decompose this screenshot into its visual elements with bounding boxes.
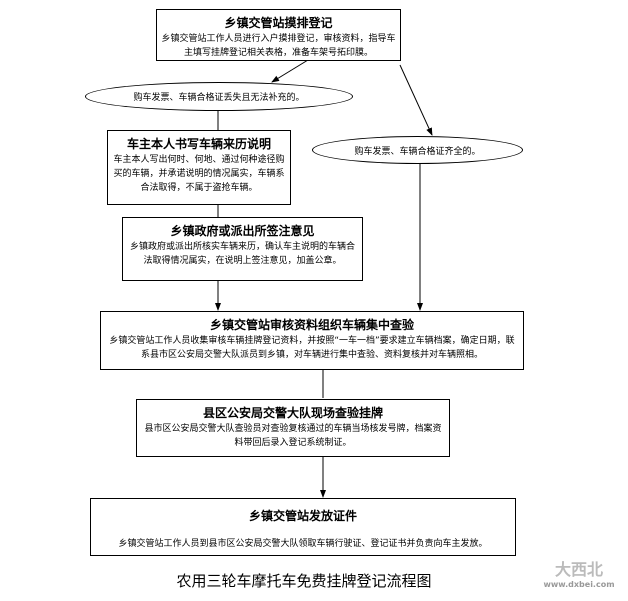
arrow-to-complete xyxy=(399,64,433,136)
step-desc: 乡镇政府或派出所核实车辆来历，确认车主说明的车辆合法取得情况属实，在说明上签注意… xyxy=(129,242,355,266)
step-desc: 乡镇交管站工作人员收集审核车辆挂牌登记资料，并按照“一车一档”要求建立车辆档案，… xyxy=(109,336,515,360)
step-desc: 县市区公安局交警大队查验员对查验复核通过的车辆当场核发号牌，档案资料带回后录入登… xyxy=(144,424,442,448)
condition-complete: 购车发票、车辆合格证齐全的。 xyxy=(312,136,523,164)
step-title: 乡镇交管站摸排登记 xyxy=(224,16,333,30)
step-title: 乡镇交管站发放证件 xyxy=(248,509,357,523)
step-issue-certificates: 乡镇交管站发放证件 乡镇交管站工作人员到县市区公安局交警大队领取车辆行驶证、登记… xyxy=(90,498,516,556)
watermark-name: 大西北 xyxy=(554,560,603,579)
step-title: 县区公安局交警大队现场查验挂牌 xyxy=(202,406,383,420)
arrow-to-missing xyxy=(271,59,309,83)
condition-text: 购车发票、车辆合格证齐全的。 xyxy=(354,146,481,157)
step-owner-statement: 车主本人书写车辆来历说明 车主本人写出何时、何地、通过何种途径购买的车辆，并承诺… xyxy=(107,130,291,205)
step-onsite-plating: 县区公安局交警大队现场查验挂牌 县市区公安局交警大队查验员对查验复核通过的车辆当… xyxy=(136,399,450,457)
step-desc: 车主本人写出何时、何地、通过何种途径购买的车辆，并承诺说明的情况属实，车辆系合法… xyxy=(113,155,285,193)
condition-text: 购车发票、车辆合格证丢失且无法补充的。 xyxy=(133,93,305,103)
step-title: 乡镇交管站审核资料组织车辆集中查验 xyxy=(209,318,414,332)
step-government-sign: 乡镇政府或派出所签注意见 乡镇政府或派出所核实车辆来历，确认车主说明的车辆合法取… xyxy=(122,217,363,281)
step-title: 乡镇政府或派出所签注意见 xyxy=(170,224,315,238)
step-title: 车主本人书写车辆来历说明 xyxy=(126,137,271,151)
condition-missing: 购车发票、车辆合格证丢失且无法补充的。 xyxy=(85,82,353,111)
watermark-url: www.dxbei.com xyxy=(543,580,615,589)
step-central-inspection: 乡镇交管站审核资料组织车辆集中查验 乡镇交管站工作人员收集审核车辆挂牌登记资料，… xyxy=(100,311,524,370)
step-registration: 乡镇交管站摸排登记 乡镇交管站工作人员进行入户摸排登记，审核资料，指导车主填写挂… xyxy=(156,9,401,61)
step-desc: 乡镇交管站工作人员进行入户摸排登记，审核资料，指导车主填写挂牌登记相关表格，准备… xyxy=(161,34,396,58)
diagram-caption: 农用三轮车摩托车免费挂牌登记流程图 xyxy=(176,572,432,590)
step-desc: 乡镇交管站工作人员到县市区公安局交警大队领取车辆行驶证、登记证书并负责向车主发放… xyxy=(118,539,488,549)
